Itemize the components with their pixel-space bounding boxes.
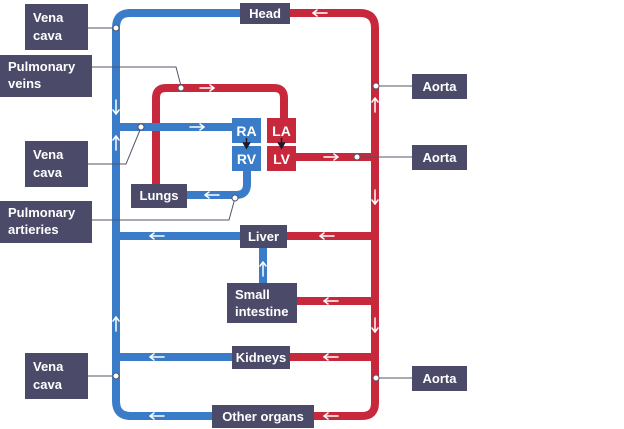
flow-arrow-vena-cava-down — [112, 99, 120, 115]
callout-aorta-bottom-label: Aorta — [423, 371, 458, 386]
flow-arrow-to-lungs — [204, 191, 220, 199]
leader-pulmonary-artieries — [92, 197, 236, 221]
pulmonary-veins-vessel — [152, 84, 288, 187]
liver-label: Liver — [248, 229, 279, 244]
left-ventricle — [267, 146, 296, 171]
other-organs-label: Other organs — [222, 409, 304, 424]
callout-aorta-top: Aorta — [412, 74, 467, 99]
flow-arrow-head-left — [312, 9, 328, 17]
callout-aorta-bottom: Aorta — [412, 366, 467, 391]
flow-arrow-vena-cava-in — [189, 123, 205, 131]
pulmonary-artery-vessel — [187, 168, 251, 199]
flow-arrow-pulmonary-vein — [199, 84, 215, 92]
callout-pulmonary-veins: Pulmonary veins — [0, 55, 92, 97]
callout-pulmonary-veins-line2: veins — [8, 76, 41, 91]
aorta-main-vessel — [290, 9, 379, 420]
flow-arrow-aorta-down-2 — [371, 317, 379, 333]
callout-aorta-mid-label: Aorta — [423, 150, 458, 165]
flow-arrow-kidney-artery — [323, 353, 339, 361]
leader-dot-vena-cava-bottom — [112, 372, 120, 380]
flow-arrow-liver-artery — [319, 232, 335, 240]
leader-dot-aorta-top — [372, 82, 380, 90]
flow-arrow-vena-cava-up — [112, 135, 120, 151]
flow-arrow-intestine-artery — [323, 297, 339, 305]
flow-arrow-hepatic-portal — [259, 261, 267, 277]
callout-pulmonary-artieries-line2: artieries — [8, 222, 59, 237]
callout-pulmonary-artieries: Pulmonary artieries — [0, 201, 92, 243]
other-organs-box: Other organs — [212, 405, 314, 428]
head-box: Head — [240, 3, 290, 24]
callout-vena-cava-mid-line1: Vena — [33, 147, 64, 162]
liver-box: Liver — [240, 225, 287, 248]
flow-arrow-other-organs-vein — [149, 412, 165, 420]
callout-vena-cava-top-line1: Vena — [33, 10, 64, 25]
callout-pulmonary-veins-line1: Pulmonary — [8, 59, 76, 74]
flow-arrow-aorta-up-1 — [371, 97, 379, 113]
right-atrium-label: RA — [236, 123, 256, 139]
flow-arrow-aorta-down-1 — [371, 189, 379, 205]
callout-vena-cava-top-line2: cava — [33, 28, 63, 43]
left-ventricle-label: LV — [273, 151, 291, 167]
callout-vena-cava-bottom-line2: cava — [33, 377, 63, 392]
valve-arrow-right — [242, 138, 251, 150]
leader-dots — [112, 24, 380, 382]
lungs-box: Lungs — [131, 184, 187, 208]
small-intestine-box: Small intestine — [227, 283, 297, 323]
flow-arrow-other-organs-artery — [323, 412, 339, 420]
callout-pulmonary-artieries-line1: Pulmonary — [8, 205, 76, 220]
flow-arrow-vena-cava-up-2 — [112, 316, 120, 332]
kidneys-box: Kidneys — [232, 346, 290, 369]
leader-vena-cava-mid — [88, 129, 141, 165]
leader-dot-pulmonary-veins — [177, 84, 185, 92]
flow-arrow-aorta-out — [323, 153, 339, 161]
callout-vena-cava-bottom: Vena cava — [25, 353, 88, 399]
lungs-label: Lungs — [140, 188, 179, 203]
right-ventricle — [232, 146, 261, 171]
callout-vena-cava-mid-line2: cava — [33, 165, 63, 180]
small-intestine-label-2: intestine — [235, 304, 288, 319]
head-label: Head — [249, 6, 281, 21]
leader-pulmonary-veins — [92, 66, 182, 87]
callout-aorta-mid: Aorta — [412, 145, 467, 170]
leader-lines — [88, 27, 412, 379]
left-atrium-label: LA — [272, 123, 291, 139]
flow-arrows — [112, 9, 379, 420]
leader-dot-aorta-mid — [353, 153, 361, 161]
leader-dot-vena-cava-top — [112, 24, 120, 32]
vena-cava-main-vessel — [112, 9, 240, 420]
heart: RA LA RV LV — [232, 118, 296, 171]
leader-dot-vena-cava-mid — [137, 123, 145, 131]
leader-dot-pulmonary-artieries — [231, 194, 239, 202]
callout-vena-cava-top: Vena cava — [25, 4, 88, 50]
kidneys-label: Kidneys — [236, 350, 287, 365]
flow-arrow-kidney-vein — [149, 353, 165, 361]
right-ventricle-label: RV — [237, 151, 257, 167]
callout-vena-cava-bottom-line1: Vena — [33, 359, 64, 374]
valve-arrow-left — [277, 138, 286, 150]
flow-arrow-liver-vein — [149, 232, 165, 240]
callout-vena-cava-mid: Vena cava — [25, 141, 88, 187]
organ-boxes: Head Lungs Liver Small intestine Kidneys… — [131, 3, 314, 428]
callout-boxes: Vena cava Pulmonary veins Vena cava Pulm… — [0, 4, 467, 399]
callout-aorta-top-label: Aorta — [423, 79, 458, 94]
small-intestine-label-1: Small — [235, 287, 270, 302]
leader-dot-aorta-bottom — [372, 374, 380, 382]
